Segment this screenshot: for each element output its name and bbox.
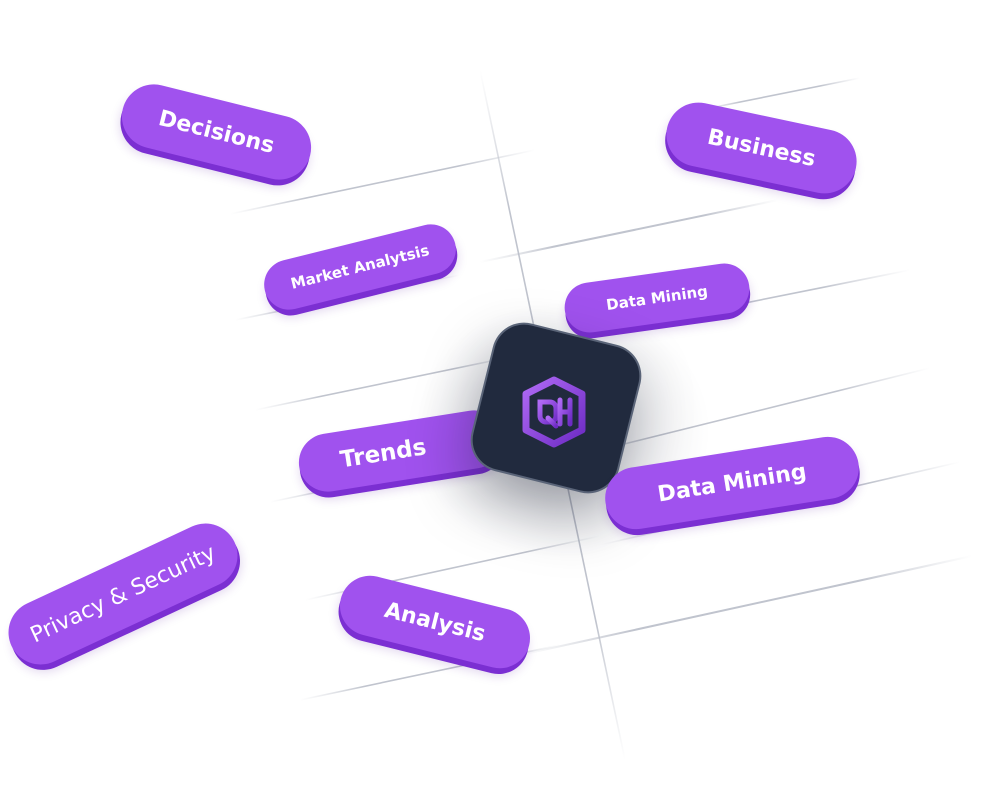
grid-line — [479, 199, 779, 263]
grid-line — [234, 274, 461, 321]
tag-analysis-label: Analysis — [381, 597, 489, 647]
tag-data-mining-small-label: Data Mining — [605, 281, 709, 315]
hexagon-qh-logo-icon — [522, 376, 586, 448]
grid-line — [519, 555, 973, 656]
grid-line — [229, 149, 536, 215]
tag-trends-label: Trends — [338, 434, 429, 474]
tag-decisions-label: Decisions — [156, 105, 277, 159]
tag-business-label: Business — [705, 124, 818, 172]
grid-line — [254, 354, 521, 411]
tag-data-mining-large-label: Data Mining — [655, 458, 809, 508]
grid-line — [699, 77, 861, 111]
hub-card — [466, 318, 646, 498]
